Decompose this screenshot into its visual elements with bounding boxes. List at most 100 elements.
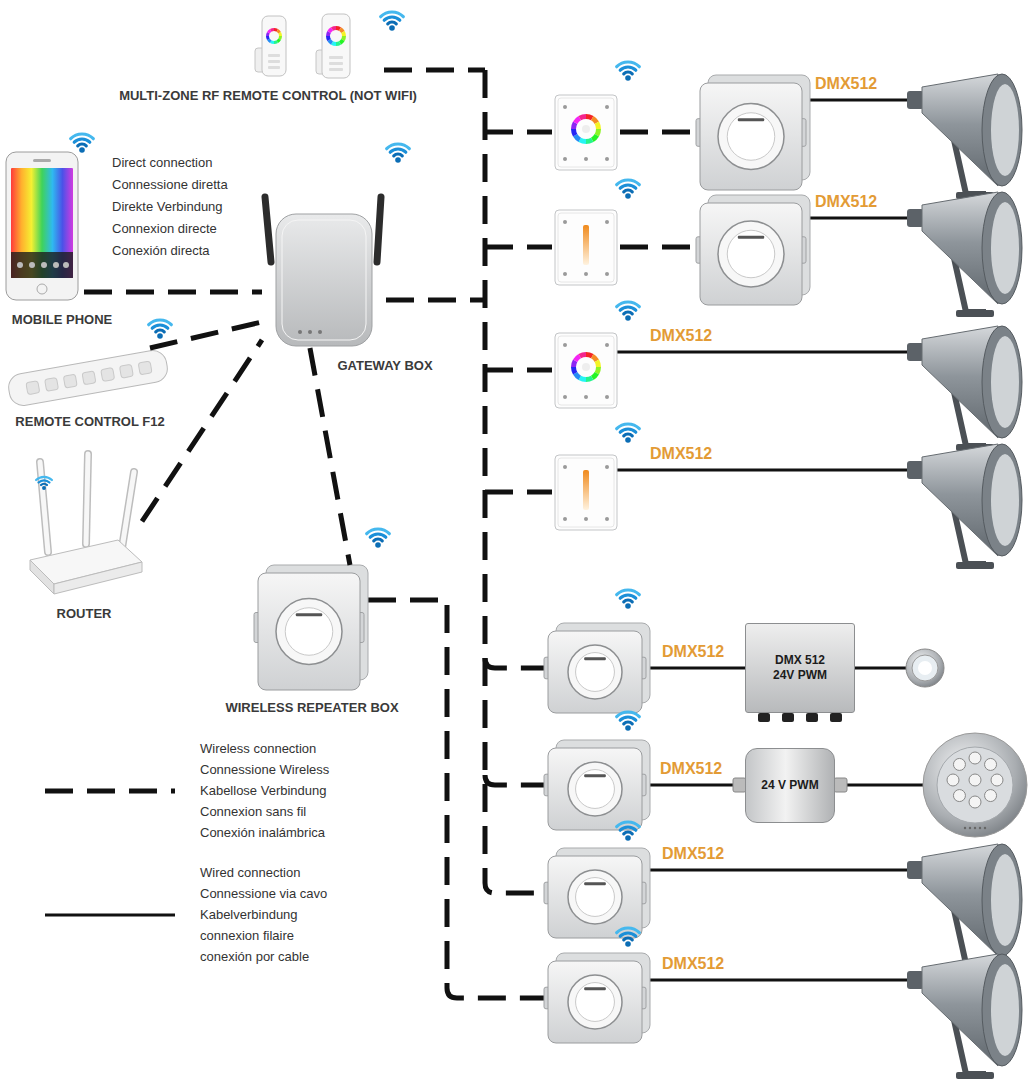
wifi-arc [620, 933, 636, 936]
router-device: ROUTER [28, 450, 142, 598]
color-wheel-segment [571, 367, 577, 375]
gateway-antenna [265, 197, 271, 262]
floodlight-cap [907, 91, 924, 109]
wifi-arc [71, 134, 94, 139]
phone-icon [29, 262, 35, 268]
spot-dot [979, 827, 981, 829]
panel-button [563, 465, 567, 469]
box-disc [718, 221, 784, 287]
box-front [548, 856, 642, 938]
f12-button [63, 374, 77, 388]
repeater-box-device: WIRELESS REPEATER BOX [258, 565, 368, 690]
box-front [258, 573, 360, 690]
color-wheel-segment [336, 41, 341, 46]
box-mark [296, 613, 322, 616]
round-spotlight [923, 733, 1027, 837]
panel-inner [558, 98, 614, 167]
dmx-wire [810, 99, 910, 102]
router-side [54, 562, 142, 594]
gateway-led [318, 330, 322, 334]
remote-body [322, 14, 350, 78]
panel-inner [558, 458, 614, 527]
wall-panel [555, 333, 617, 408]
signal-label: DMX512 [662, 844, 724, 863]
color-wheel-segment [579, 352, 587, 358]
floodlight-lens [991, 854, 1019, 946]
layout-lines [368, 70, 923, 998]
floodlight-cap [907, 971, 924, 989]
signal-label: DMX512 [660, 759, 722, 778]
color-wheel-segment [270, 28, 274, 32]
junction-box [254, 565, 368, 690]
wall-panel [555, 210, 617, 285]
floodlight-base [956, 310, 994, 317]
panel-button [563, 105, 567, 109]
wifi-icon [617, 424, 640, 443]
wifi-dot [375, 542, 381, 548]
dmx-wire [650, 869, 910, 872]
panel-button [605, 220, 609, 224]
pwm-driver-box: 24 V PWM [745, 748, 835, 823]
phone-icon [41, 262, 47, 268]
dmx-wire [617, 351, 910, 354]
spot-led [969, 774, 981, 786]
box-disc-inner [285, 608, 333, 656]
gateway-led [298, 330, 302, 334]
wifi-arc [387, 144, 410, 149]
floodlight [907, 954, 1022, 1079]
junction-box [544, 848, 650, 938]
spot-led [947, 774, 959, 786]
router-front [30, 560, 54, 594]
device-label: REMOTE CONTROL F12 [15, 414, 164, 430]
wifi-dot [625, 603, 631, 609]
wireless-link [485, 490, 552, 495]
wireless-link [485, 658, 548, 668]
box-disc-inner [576, 653, 615, 692]
wall-panel [555, 95, 617, 170]
floodlight-cap [907, 343, 924, 361]
panel-center [582, 125, 590, 133]
box-disc-inner [727, 230, 775, 278]
device-label: WIRELESS REPEATER BOX [225, 700, 398, 716]
floodlight [907, 444, 1022, 569]
floodlight-rim [982, 326, 1022, 438]
wifi-arc [36, 477, 52, 480]
panel-button [584, 517, 588, 521]
gateway [265, 197, 381, 346]
wireless-link [384, 68, 485, 73]
wifi-arc [388, 22, 396, 24]
signal-label: DMX512 [662, 954, 724, 973]
remote-button [329, 62, 343, 65]
box-mark [584, 987, 606, 990]
floodlight-cap [907, 209, 924, 227]
wifi-icon [149, 320, 172, 339]
box-mark [584, 774, 606, 777]
wifi-arc [370, 534, 386, 537]
wifi-arc [617, 822, 640, 827]
box-front [548, 961, 642, 1043]
floodlight-rim [982, 954, 1022, 1066]
wifi-arc [617, 180, 640, 185]
box-disc-inner [576, 983, 615, 1022]
wifi-icon [367, 529, 390, 548]
wifi-dot [42, 486, 46, 490]
dmx-wire [855, 667, 906, 670]
wifi-arc [617, 928, 640, 933]
legend-line [45, 788, 175, 793]
color-wheel-segment [331, 26, 336, 31]
wifi-icon [71, 134, 94, 153]
device-label: GATEWAY BOX [337, 358, 432, 374]
phone-speaker [33, 159, 51, 162]
junction-box [544, 740, 650, 830]
gateway-body [276, 214, 372, 346]
f12-button [82, 371, 96, 385]
phone-icon [53, 262, 59, 268]
connection-label: Direct connection Connessione diretta Di… [112, 152, 242, 262]
signal-label: DMX512 [815, 192, 877, 211]
recessed-light [906, 649, 944, 687]
legend-sample [40, 781, 180, 801]
phone-bar [11, 252, 73, 278]
drum-nozzle [834, 778, 847, 792]
wifi-icon [617, 180, 640, 199]
device-label: MOBILE PHONE [12, 312, 112, 328]
